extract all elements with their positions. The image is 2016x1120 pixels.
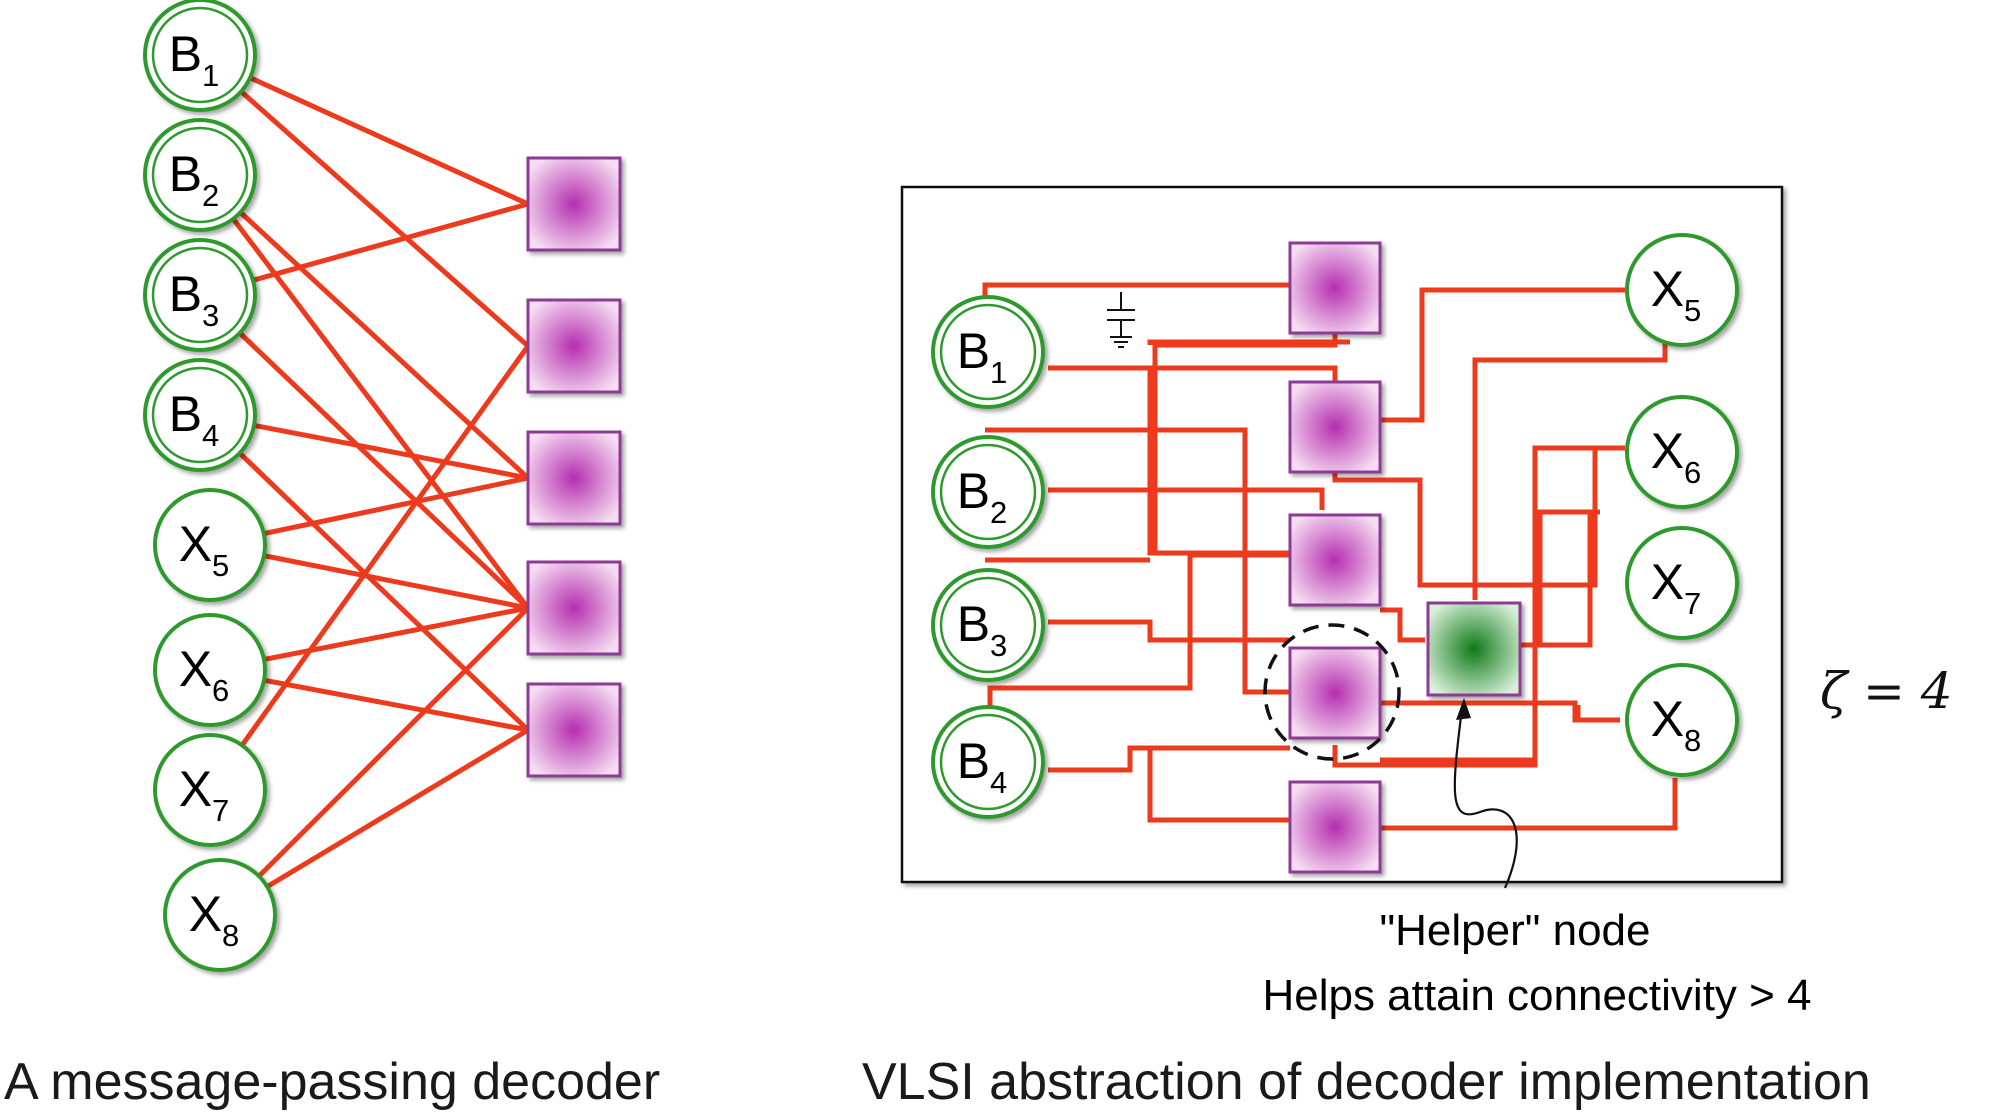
var-node-x5: X5	[153, 488, 267, 602]
vlsi-wire	[1147, 748, 1290, 823]
vlsi-node-x6: X6	[1625, 395, 1739, 509]
vlsi-check-node	[1288, 380, 1382, 474]
left-check-node	[526, 560, 622, 656]
helper-pointer-arrow	[1453, 698, 1518, 889]
vlsi-wire	[985, 427, 1290, 695]
var-node-x5-label: X5	[179, 516, 230, 583]
vlsi-wire	[1048, 745, 1290, 773]
var-node-x8: X8	[163, 858, 277, 972]
left-edge	[217, 727, 531, 918]
ground-icon	[1107, 292, 1135, 348]
vlsi-check-node	[1288, 780, 1382, 874]
vlsi-node-b3: B3	[931, 568, 1045, 682]
vlsi-wire	[1048, 619, 1290, 643]
vlsi-wire	[1147, 339, 1350, 345]
left-edge	[197, 52, 531, 207]
left-check-node	[526, 682, 622, 778]
left-edge	[197, 52, 531, 349]
vlsi-wire	[1152, 332, 1338, 555]
right-caption: VLSI abstraction of decoder implementati…	[862, 1053, 1871, 1111]
vlsi-node-x8: X8	[1625, 663, 1739, 777]
left-edge	[197, 292, 531, 611]
vlsi-node-b2: B2	[931, 435, 1045, 549]
vlsi-wire	[1520, 512, 1593, 648]
vlsi-check-node	[1288, 646, 1382, 740]
vlsi-node-x5: X5	[1625, 233, 1739, 347]
left-check-nodes	[526, 156, 622, 778]
vlsi-check-node	[1288, 513, 1382, 607]
vlsi-check-nodes	[1288, 241, 1382, 874]
left-edge	[207, 343, 531, 793]
vlsi-node-x8-label: X8	[1651, 691, 1702, 758]
var-node-b2: B2	[143, 118, 257, 232]
vlsi-node-b4: B4	[931, 705, 1045, 819]
vlsi-wire	[1380, 607, 1425, 643]
zeta-label: ζ = 4	[1820, 662, 1953, 720]
var-node-b3: B3	[143, 238, 257, 352]
vlsi-node-x7: X7	[1625, 526, 1739, 640]
left-edge	[217, 605, 531, 918]
left-check-node	[526, 156, 622, 252]
vlsi-wire	[987, 552, 1290, 712]
left-edge	[197, 172, 531, 611]
var-node-x7: X7	[153, 733, 267, 847]
vlsi-wire	[1048, 487, 1325, 510]
helper-node	[1426, 601, 1522, 697]
left-check-node	[526, 298, 622, 394]
vlsi-wire	[1380, 778, 1678, 831]
left-edge	[197, 172, 531, 481]
var-node-x6: X6	[153, 613, 267, 727]
left-caption: A message-passing decoder	[4, 1053, 661, 1111]
vlsi-wire	[1380, 700, 1620, 723]
vlsi-wire	[1150, 365, 1338, 382]
vlsi-check-node	[1288, 241, 1382, 335]
var-node-b1: B1	[143, 0, 257, 112]
helper-description: Helps attain connectivity > 4	[1262, 971, 1811, 1020]
highlight-dashed-circle	[1263, 623, 1401, 761]
vlsi-wire	[1472, 342, 1668, 600]
left-check-node	[526, 430, 622, 526]
helper-title: "Helper" node	[1380, 906, 1651, 955]
vlsi-wire	[1380, 287, 1625, 423]
var-node-b4: B4	[143, 358, 257, 472]
vlsi-wire	[1332, 445, 1612, 768]
vlsi-wires	[982, 282, 1678, 831]
vlsi-node-b1: B1	[931, 295, 1045, 409]
